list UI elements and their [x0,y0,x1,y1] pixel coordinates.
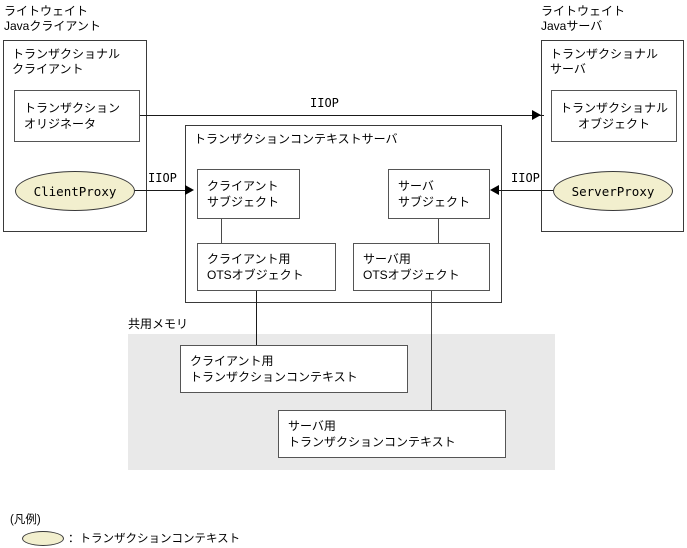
arrow-serverproxy-to-subject [490,185,499,195]
transactional-client-container: トランザクショナル クライアント [3,40,147,232]
transaction-context-server-title: トランザクションコンテキストサーバ [194,132,398,146]
shared-memory-label: 共用メモリ [128,317,189,331]
connector-client-subject-to-ots [221,219,223,243]
client-ots-object-node: クライアント用 OTSオブジェクト [197,243,336,291]
legend-transaction-context-icon [22,530,64,546]
arrow-clientproxy-to-subject [185,185,194,195]
client-subject-node: クライアント サブジェクト [197,169,300,219]
transaction-originator-node: トランザクション オリジネータ [14,90,140,142]
transaction-originator-label: トランザクション オリジネータ [24,101,121,131]
legend-separator: ： [68,533,80,545]
client-subject-label: クライアント サブジェクト [207,179,280,209]
connector-server-subject-to-ots [438,219,440,243]
server-ots-object-node: サーバ用 OTSオブジェクト [353,243,490,291]
server-proxy-ellipse: ServerProxy [553,171,673,211]
link-label-client-iiop: IIOP [148,171,177,185]
connector-clientproxy-to-subject [134,190,190,192]
server-ots-object-label: サーバ用 OTSオブジェクト [363,252,460,282]
connector-originator-to-object [140,115,544,117]
transactional-server-title: トランザクショナル サーバ [550,47,659,76]
client-proxy-ellipse: ClientProxy [15,171,135,211]
link-label-server-iiop: IIOP [511,171,540,185]
client-transaction-context-node: クライアント用 トランザクションコンテキスト [180,345,408,393]
server-transaction-context-label: サーバ用 トランザクションコンテキスト [288,419,456,449]
server-zone-caption: ライトウェイト Javaサーバ [541,4,626,33]
connector-serverproxy-to-subject [497,190,559,192]
transactional-client-title: トランザクショナル クライアント [12,47,121,76]
server-transaction-context-node: サーバ用 トランザクションコンテキスト [278,410,506,458]
server-proxy-label: ServerProxy [571,183,655,199]
link-label-top-iiop: IIOP [310,96,339,110]
client-transaction-context-label: クライアント用 トランザクションコンテキスト [190,354,358,384]
legend-entry-row: ： トランザクションコンテキスト [22,530,240,546]
arrow-originator-to-object [532,110,541,120]
legend-title: (凡例) [10,514,41,526]
client-zone-caption: ライトウェイト Javaクライアント [4,4,101,33]
server-subject-label: サーバ サブジェクト [398,179,471,209]
transactional-object-label: トランザクショナル オブジェクト [559,101,668,131]
transaction-context-server-container: トランザクションコンテキストサーバ [185,125,502,303]
connector-client-ots-to-context [256,291,258,349]
transactional-object-node: トランザクショナル オブジェクト [551,90,677,142]
client-ots-object-label: クライアント用 OTSオブジェクト [207,252,304,282]
transactional-server-container: トランザクショナル サーバ [541,40,684,232]
connector-server-ots-to-context [431,291,433,414]
server-subject-node: サーバ サブジェクト [388,169,490,219]
client-proxy-label: ClientProxy [33,183,117,199]
legend-entry-label: トランザクションコンテキスト [79,533,241,545]
